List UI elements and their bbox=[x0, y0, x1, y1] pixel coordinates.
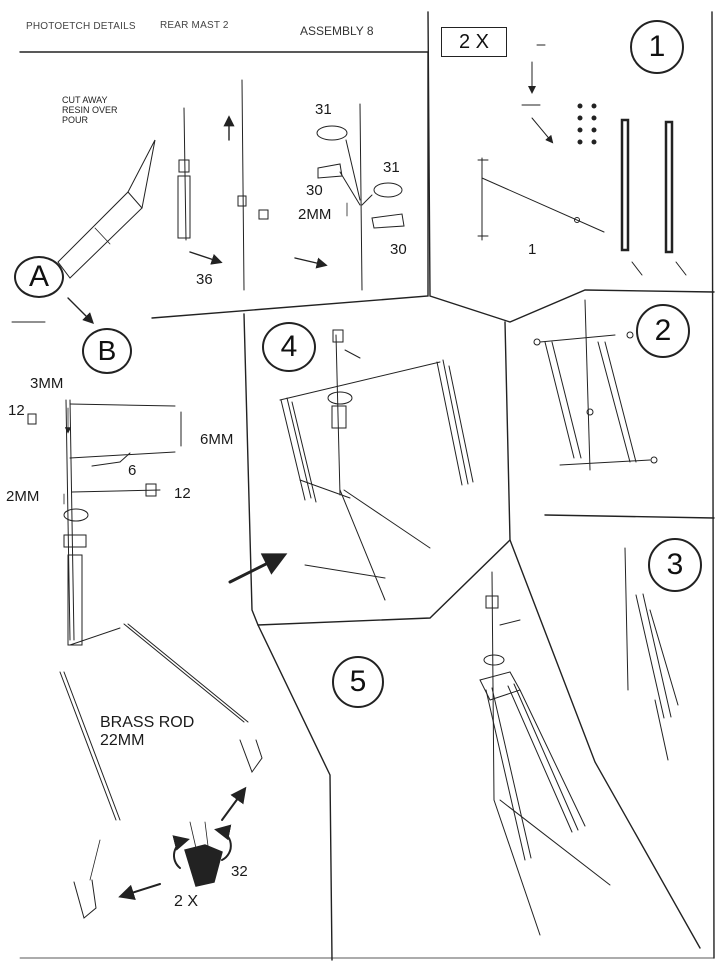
dimension-6mm: 6MM bbox=[200, 431, 234, 448]
part-number-30: 30 bbox=[390, 241, 407, 258]
cut-away-note: CUT AWAY RESIN OVER POUR bbox=[62, 95, 118, 125]
quantity-note: 2 X bbox=[174, 893, 199, 910]
step-4-assembly bbox=[279, 329, 474, 601]
step-1-marker: 1 bbox=[630, 20, 684, 74]
part-number-30: 30 bbox=[306, 182, 323, 199]
frame-line bbox=[257, 624, 333, 961]
step-a-marker: A bbox=[14, 256, 64, 298]
step-2-marker: 2 bbox=[636, 304, 690, 358]
craft-knife-drawing bbox=[57, 139, 156, 279]
part-32-hollow bbox=[189, 821, 209, 849]
step-2-parts bbox=[533, 299, 658, 471]
dimension-3mm: 3MM bbox=[30, 375, 64, 392]
part-number-12: 12 bbox=[174, 485, 191, 502]
header-assembly: ASSEMBLY 8 bbox=[300, 24, 374, 38]
header-title: PHOTOETCH DETAILS bbox=[26, 21, 136, 32]
frame-line bbox=[544, 514, 715, 519]
frame-line bbox=[19, 51, 429, 319]
arrow bbox=[189, 251, 223, 265]
part-number-31: 31 bbox=[383, 159, 400, 176]
part-number-32: 32 bbox=[231, 863, 248, 880]
part-number-31: 31 bbox=[315, 101, 332, 118]
brass-rod-note: BRASS ROD 22MM bbox=[100, 714, 195, 749]
frame-line bbox=[509, 539, 701, 949]
mast-step-a-part bbox=[177, 79, 405, 291]
part-32-shape bbox=[184, 844, 223, 887]
dimension-2mm-top: 2MM bbox=[298, 206, 332, 223]
arrow bbox=[221, 786, 247, 821]
quantity-box: 2 X bbox=[441, 27, 507, 57]
step-5-marker: 5 bbox=[332, 656, 384, 708]
part-number-36: 36 bbox=[196, 271, 213, 288]
part-number-12: 12 bbox=[8, 402, 25, 419]
arrow bbox=[118, 883, 161, 901]
frame-line bbox=[711, 11, 715, 959]
step-1-parts bbox=[477, 44, 687, 276]
step-b-marker: B bbox=[82, 328, 132, 374]
part-number-1: 1 bbox=[528, 241, 537, 258]
step-4-marker: 4 bbox=[262, 322, 316, 372]
step-3-marker: 3 bbox=[648, 538, 702, 592]
frame-line bbox=[427, 11, 715, 323]
rotation-arrow bbox=[172, 835, 190, 869]
header-subtitle: REAR MAST 2 bbox=[160, 20, 229, 31]
arrow bbox=[294, 257, 328, 269]
part-number-6: 6 bbox=[128, 462, 137, 479]
frame-line bbox=[243, 313, 511, 626]
step-3-parts bbox=[624, 547, 679, 761]
arrow bbox=[67, 297, 94, 324]
rotation-arrow bbox=[214, 824, 232, 861]
dimension-2mm-left: 2MM bbox=[6, 488, 40, 505]
step-b-mast bbox=[27, 399, 263, 919]
step-5-assembly bbox=[479, 571, 611, 936]
arrow bbox=[228, 553, 288, 584]
